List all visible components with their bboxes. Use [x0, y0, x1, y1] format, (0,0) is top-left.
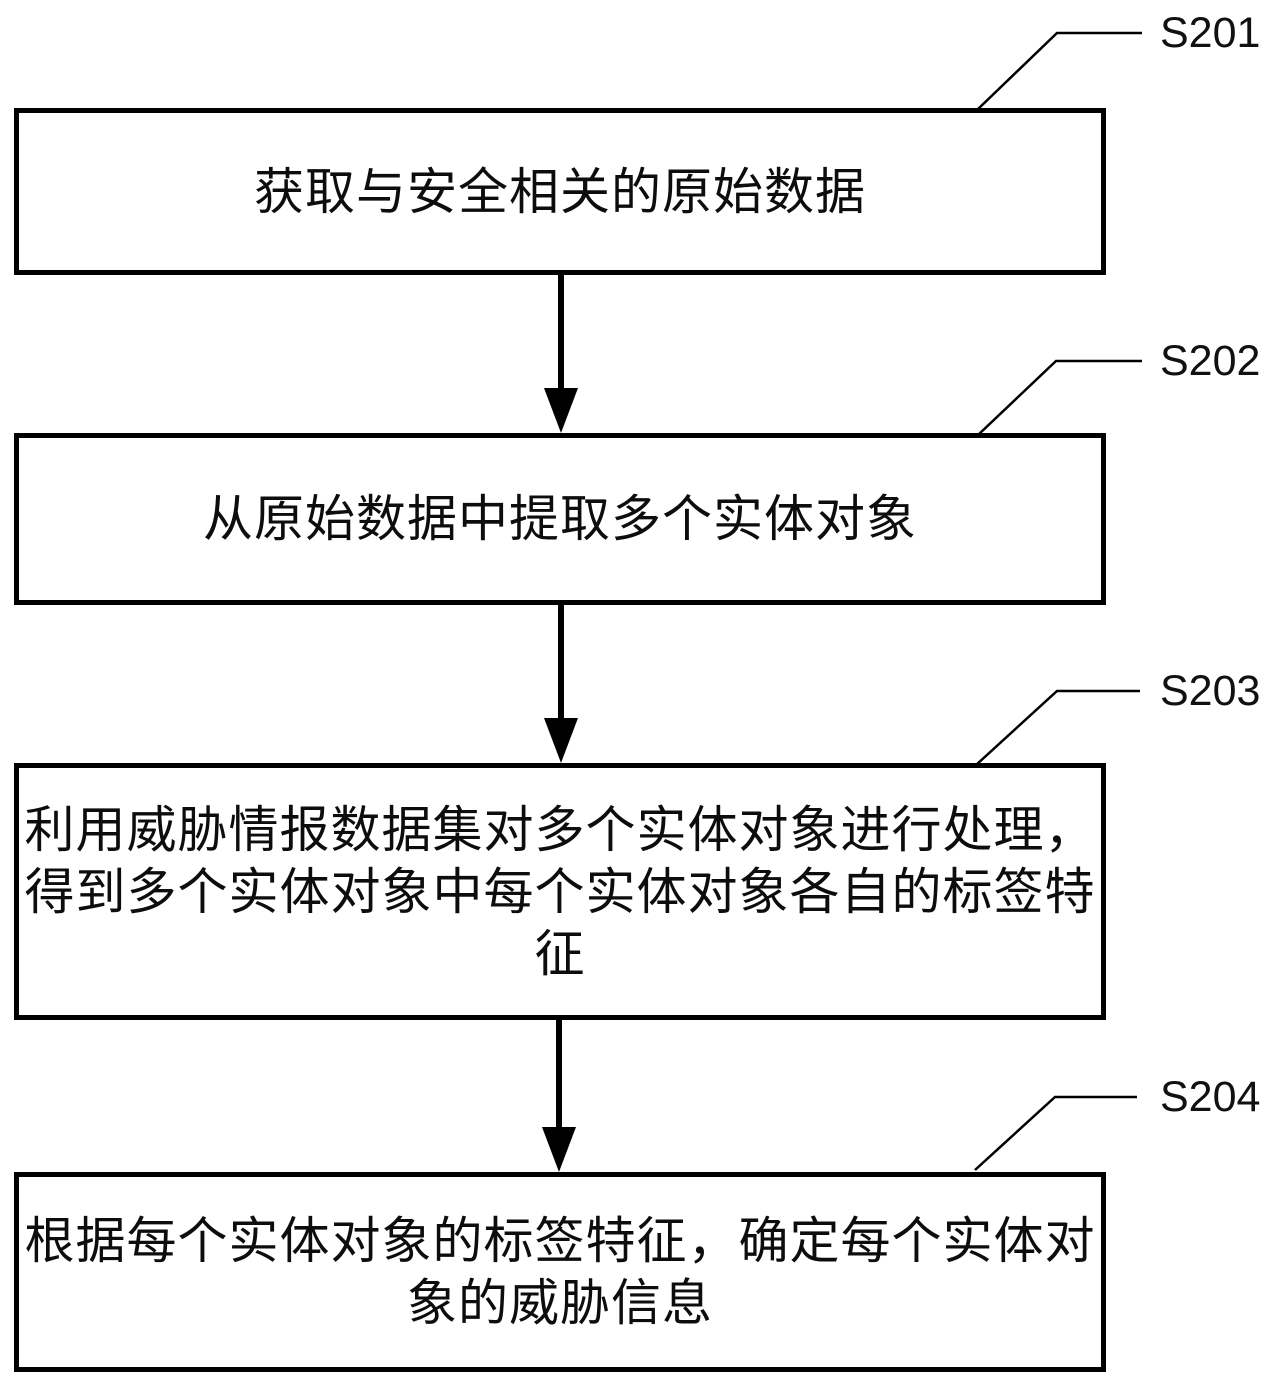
- arrow-down-3: [542, 1020, 576, 1172]
- leader-line-s203: [975, 689, 1140, 766]
- step-box-s204: 根据每个实体对象的标签特征，确定每个实体对 象的威胁信息: [14, 1172, 1106, 1372]
- step-box-s201: 获取与安全相关的原始数据: [14, 108, 1106, 275]
- step-label-s203: S203: [1160, 667, 1261, 715]
- step-s203-text-line2: 得到多个实体对象中每个实体对象各自的标签特: [24, 862, 1096, 921]
- step-label-s202: S202: [1160, 337, 1261, 385]
- step-s203-text-line3: 征: [534, 924, 586, 983]
- leader-line-s202: [977, 359, 1142, 436]
- step-s202-text: 从原始数据中提取多个实体对象: [203, 490, 917, 548]
- step-s203-text-line1: 利用威胁情报数据集对多个实体对象进行处理，: [24, 800, 1096, 859]
- leader-line-s204: [974, 1095, 1137, 1171]
- leader-line-s201: [976, 31, 1142, 111]
- arrow-down-1: [544, 275, 578, 433]
- step-label-s204: S204: [1160, 1073, 1261, 1121]
- step-s204-text-line1: 根据每个实体对象的标签特征，确定每个实体对: [24, 1212, 1096, 1270]
- arrow-down-2: [544, 605, 578, 763]
- step-s201-text: 获取与安全相关的原始数据: [254, 162, 866, 221]
- step-s204-text-line2: 象的威胁信息: [407, 1274, 713, 1332]
- step-box-s203: 利用威胁情报数据集对多个实体对象进行处理， 得到多个实体对象中每个实体对象各自的…: [14, 763, 1106, 1020]
- step-box-s202: 从原始数据中提取多个实体对象: [14, 433, 1106, 605]
- step-label-s201: S201: [1160, 9, 1261, 57]
